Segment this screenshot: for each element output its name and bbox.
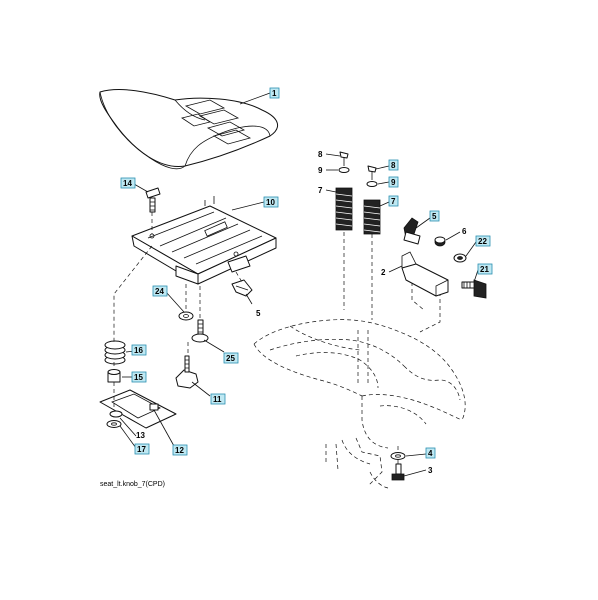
callout-24: 24: [152, 285, 168, 297]
svg-text:17: 17: [137, 445, 146, 454]
knob-11: [175, 355, 199, 389]
callout-1: 1: [269, 87, 280, 99]
washer-9-left: [338, 167, 350, 173]
svg-text:5: 5: [432, 212, 437, 221]
svg-text:24: 24: [155, 287, 164, 296]
spacer-15: [107, 369, 121, 383]
callout-12: 12: [172, 444, 188, 456]
svg-text:6: 6: [462, 227, 467, 236]
spring-16: [104, 340, 126, 365]
callout-14: 14: [120, 177, 136, 189]
svg-text:12: 12: [175, 446, 184, 455]
callout-7-right: 7: [388, 195, 399, 207]
svg-text:1: 1: [272, 89, 277, 98]
slide-plate-12: [99, 389, 177, 429]
callout-8-left: 8: [318, 150, 323, 159]
svg-text:5: 5: [256, 309, 261, 318]
callout-17: 17: [134, 443, 150, 455]
nut-6: [434, 236, 446, 247]
callout-10: 10: [263, 196, 279, 208]
bracket-2: [401, 251, 449, 297]
bolt-3: [391, 463, 405, 481]
svg-text:13: 13: [136, 431, 145, 440]
callout-6: 6: [462, 227, 467, 236]
callout-25: 25: [223, 352, 239, 364]
seat-pan: [131, 196, 277, 285]
callout-8-right: 8: [388, 159, 399, 171]
svg-text:25: 25: [226, 354, 235, 363]
svg-text:9: 9: [391, 178, 396, 187]
svg-text:9: 9: [318, 166, 323, 175]
knob-21: [461, 279, 487, 299]
leader-lines: [119, 92, 479, 477]
diagram-caption: seat_lt.knob_7(CPD): [100, 481, 165, 488]
svg-text:11: 11: [213, 395, 222, 404]
pin-8-right: [367, 165, 377, 180]
callout-5-left: 5: [256, 309, 261, 318]
washer-17: [106, 420, 122, 428]
callout-5-right: 5: [429, 210, 440, 222]
callout-22: 22: [475, 235, 491, 247]
clip-5-right: [403, 217, 421, 245]
washer-4: [390, 452, 406, 460]
callout-9-left: 9: [318, 166, 323, 175]
callout-16: 16: [131, 344, 147, 356]
svg-text:2: 2: [381, 268, 386, 277]
callout-2: 2: [381, 268, 386, 277]
fender-outline: [253, 232, 466, 489]
bolt-14: [145, 187, 161, 213]
svg-text:7: 7: [391, 197, 396, 206]
svg-text:3: 3: [428, 466, 433, 475]
svg-text:8: 8: [391, 161, 396, 170]
pin-8-left: [339, 151, 349, 166]
callout-15: 15: [131, 371, 147, 383]
callout-9-right: 9: [388, 176, 399, 188]
seat-cushion: [99, 89, 278, 170]
svg-text:21: 21: [480, 265, 489, 274]
washer-9-right: [366, 181, 378, 187]
svg-text:4: 4: [428, 449, 433, 458]
bolt-25: [191, 319, 209, 343]
spring-7-left: [335, 187, 353, 231]
washer-22: [453, 253, 467, 263]
svg-text:16: 16: [134, 346, 143, 355]
washer-24: [178, 311, 194, 321]
spring-7-right: [363, 199, 381, 235]
callout-4: 4: [425, 447, 436, 459]
clip-5-left: [231, 279, 253, 297]
svg-text:15: 15: [134, 373, 143, 382]
svg-text:8: 8: [318, 150, 323, 159]
callout-13: 13: [136, 431, 145, 440]
svg-text:10: 10: [266, 198, 275, 207]
assembly-lines-left: [113, 212, 243, 410]
callout-11: 11: [210, 393, 226, 405]
callout-7-left: 7: [318, 186, 323, 195]
svg-text:7: 7: [318, 186, 323, 195]
svg-text:14: 14: [123, 179, 132, 188]
nut-13: [109, 410, 123, 418]
callout-3: 3: [428, 466, 433, 475]
callout-21: 21: [477, 263, 493, 275]
svg-text:22: 22: [478, 237, 487, 246]
